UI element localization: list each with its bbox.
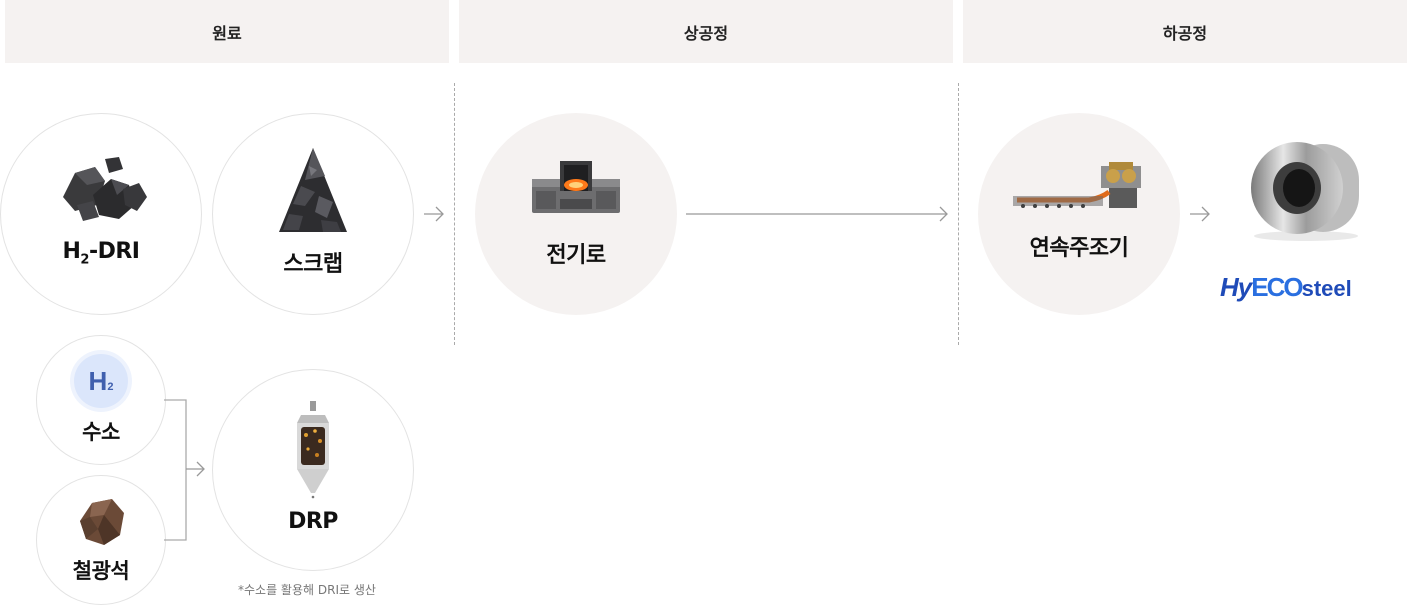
node-hydrogen-label: 수소: [82, 420, 120, 444]
header-raw-materials: 원료: [5, 0, 449, 63]
node-scrap-label: 스크랩: [283, 252, 343, 277]
bracket-to-drp: [164, 399, 205, 541]
hyecosteel-logo: HyECOsteel: [1220, 272, 1352, 302]
reactor-tower-icon: [297, 400, 329, 498]
arrow-to-product: [1190, 206, 1210, 222]
node-iron-ore-label: 철광석: [72, 559, 130, 583]
node-scrap: 스크랩: [212, 113, 414, 315]
node-drp-label: DRP: [288, 508, 338, 534]
header-upstream: 상공정: [459, 0, 953, 63]
ore-icon: [80, 499, 124, 545]
node-continuous-caster: 연속주조기: [978, 113, 1180, 315]
furnace-icon: [532, 161, 620, 213]
header-downstream: 하공정: [963, 0, 1407, 63]
arrow-to-upstream: [424, 206, 444, 222]
node-drp: DRP: [212, 369, 414, 571]
rock-pile-icon: [63, 156, 147, 221]
section-divider-1: [454, 83, 455, 345]
node-eaf: 전기로: [475, 113, 677, 315]
node-h2-dri: H2-DRI: [0, 113, 202, 315]
node-iron-ore: 철광석: [36, 475, 166, 605]
arrow-to-downstream: [686, 206, 948, 222]
section-divider-2: [958, 83, 959, 345]
scrap-pile-icon: [279, 148, 347, 232]
caster-icon: [1013, 162, 1141, 208]
node-continuous-caster-label: 연속주조기: [1029, 236, 1129, 261]
steel-coil-icon: [1251, 142, 1359, 241]
node-h2-dri-label: H2-DRI: [62, 238, 140, 268]
drp-note: *수소를 활용해 DRI로 생산: [238, 583, 376, 597]
node-eaf-label: 전기로: [546, 243, 606, 268]
